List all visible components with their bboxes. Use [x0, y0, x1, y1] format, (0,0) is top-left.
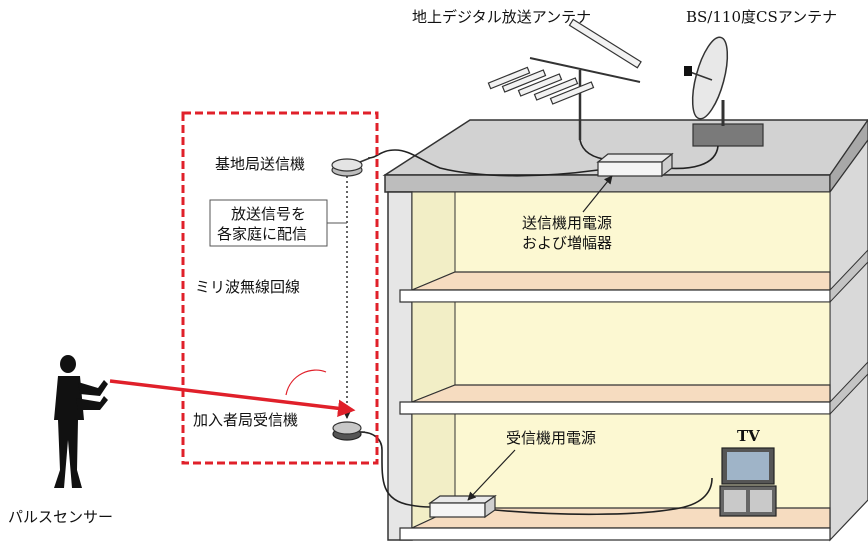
building [382, 118, 868, 542]
pulse-angle-arc [285, 369, 327, 396]
rx-power-callout-leader [467, 449, 516, 501]
room-back-wall-2 [411, 301, 831, 386]
pulse-arrow [109, 379, 356, 418]
terrestrial-antenna-label: 地上デジタル放送アンテナ [412, 8, 591, 26]
pulse-sensor-label: パルスセンサー [8, 508, 113, 526]
rx-power-label: 受信機用電源 [506, 429, 596, 447]
distribute-label-box [209, 199, 328, 247]
left-wall [387, 191, 413, 541]
person-icon [54, 355, 108, 488]
floor-3 [411, 271, 831, 291]
cable-power-to-tv [494, 477, 713, 516]
tv-label: TV [737, 427, 760, 445]
tx-power-label-line2: および増幅器 [522, 234, 612, 252]
roof-side-edge [829, 118, 868, 194]
slab-bevel-3 [829, 249, 868, 304]
subscriber-receiver-icon [332, 421, 365, 441]
slab-3 [399, 289, 831, 303]
distribute-label-line2: 各家庭に配信 [217, 225, 307, 243]
base-station-tx-label: 基地局送信機 [215, 155, 305, 173]
mmwave-link-label: ミリ波無線回線 [195, 278, 300, 296]
floor-2 [411, 384, 831, 403]
room-back-wall-3 [411, 191, 831, 273]
slab-bevel-2 [829, 361, 868, 416]
wireless-section-box [181, 111, 379, 465]
cables [359, 139, 719, 516]
distribute-label-line1: 放送信号を [231, 205, 306, 223]
cable-amp-to-tx [367, 149, 599, 177]
amp-callout-leader [582, 175, 613, 213]
yagi-antenna-icon [487, 18, 642, 140]
dish-antenna-icon [684, 36, 764, 147]
bs-cs-antenna-label: BS/110度CSアンテナ [686, 8, 837, 26]
amplifier-box-icon [596, 152, 674, 178]
subscriber-rx-label: 加入者局受信機 [193, 411, 298, 429]
receiver-power-box-icon [428, 494, 497, 519]
slab-2 [399, 401, 831, 415]
tv-icon [719, 447, 777, 517]
slab-1 [399, 527, 831, 541]
right-wall [829, 138, 868, 542]
tx-power-label-line1: 送信機用電源 [522, 214, 612, 232]
base-station-transmitter-icon [331, 157, 371, 177]
roof-front-edge [384, 174, 831, 193]
